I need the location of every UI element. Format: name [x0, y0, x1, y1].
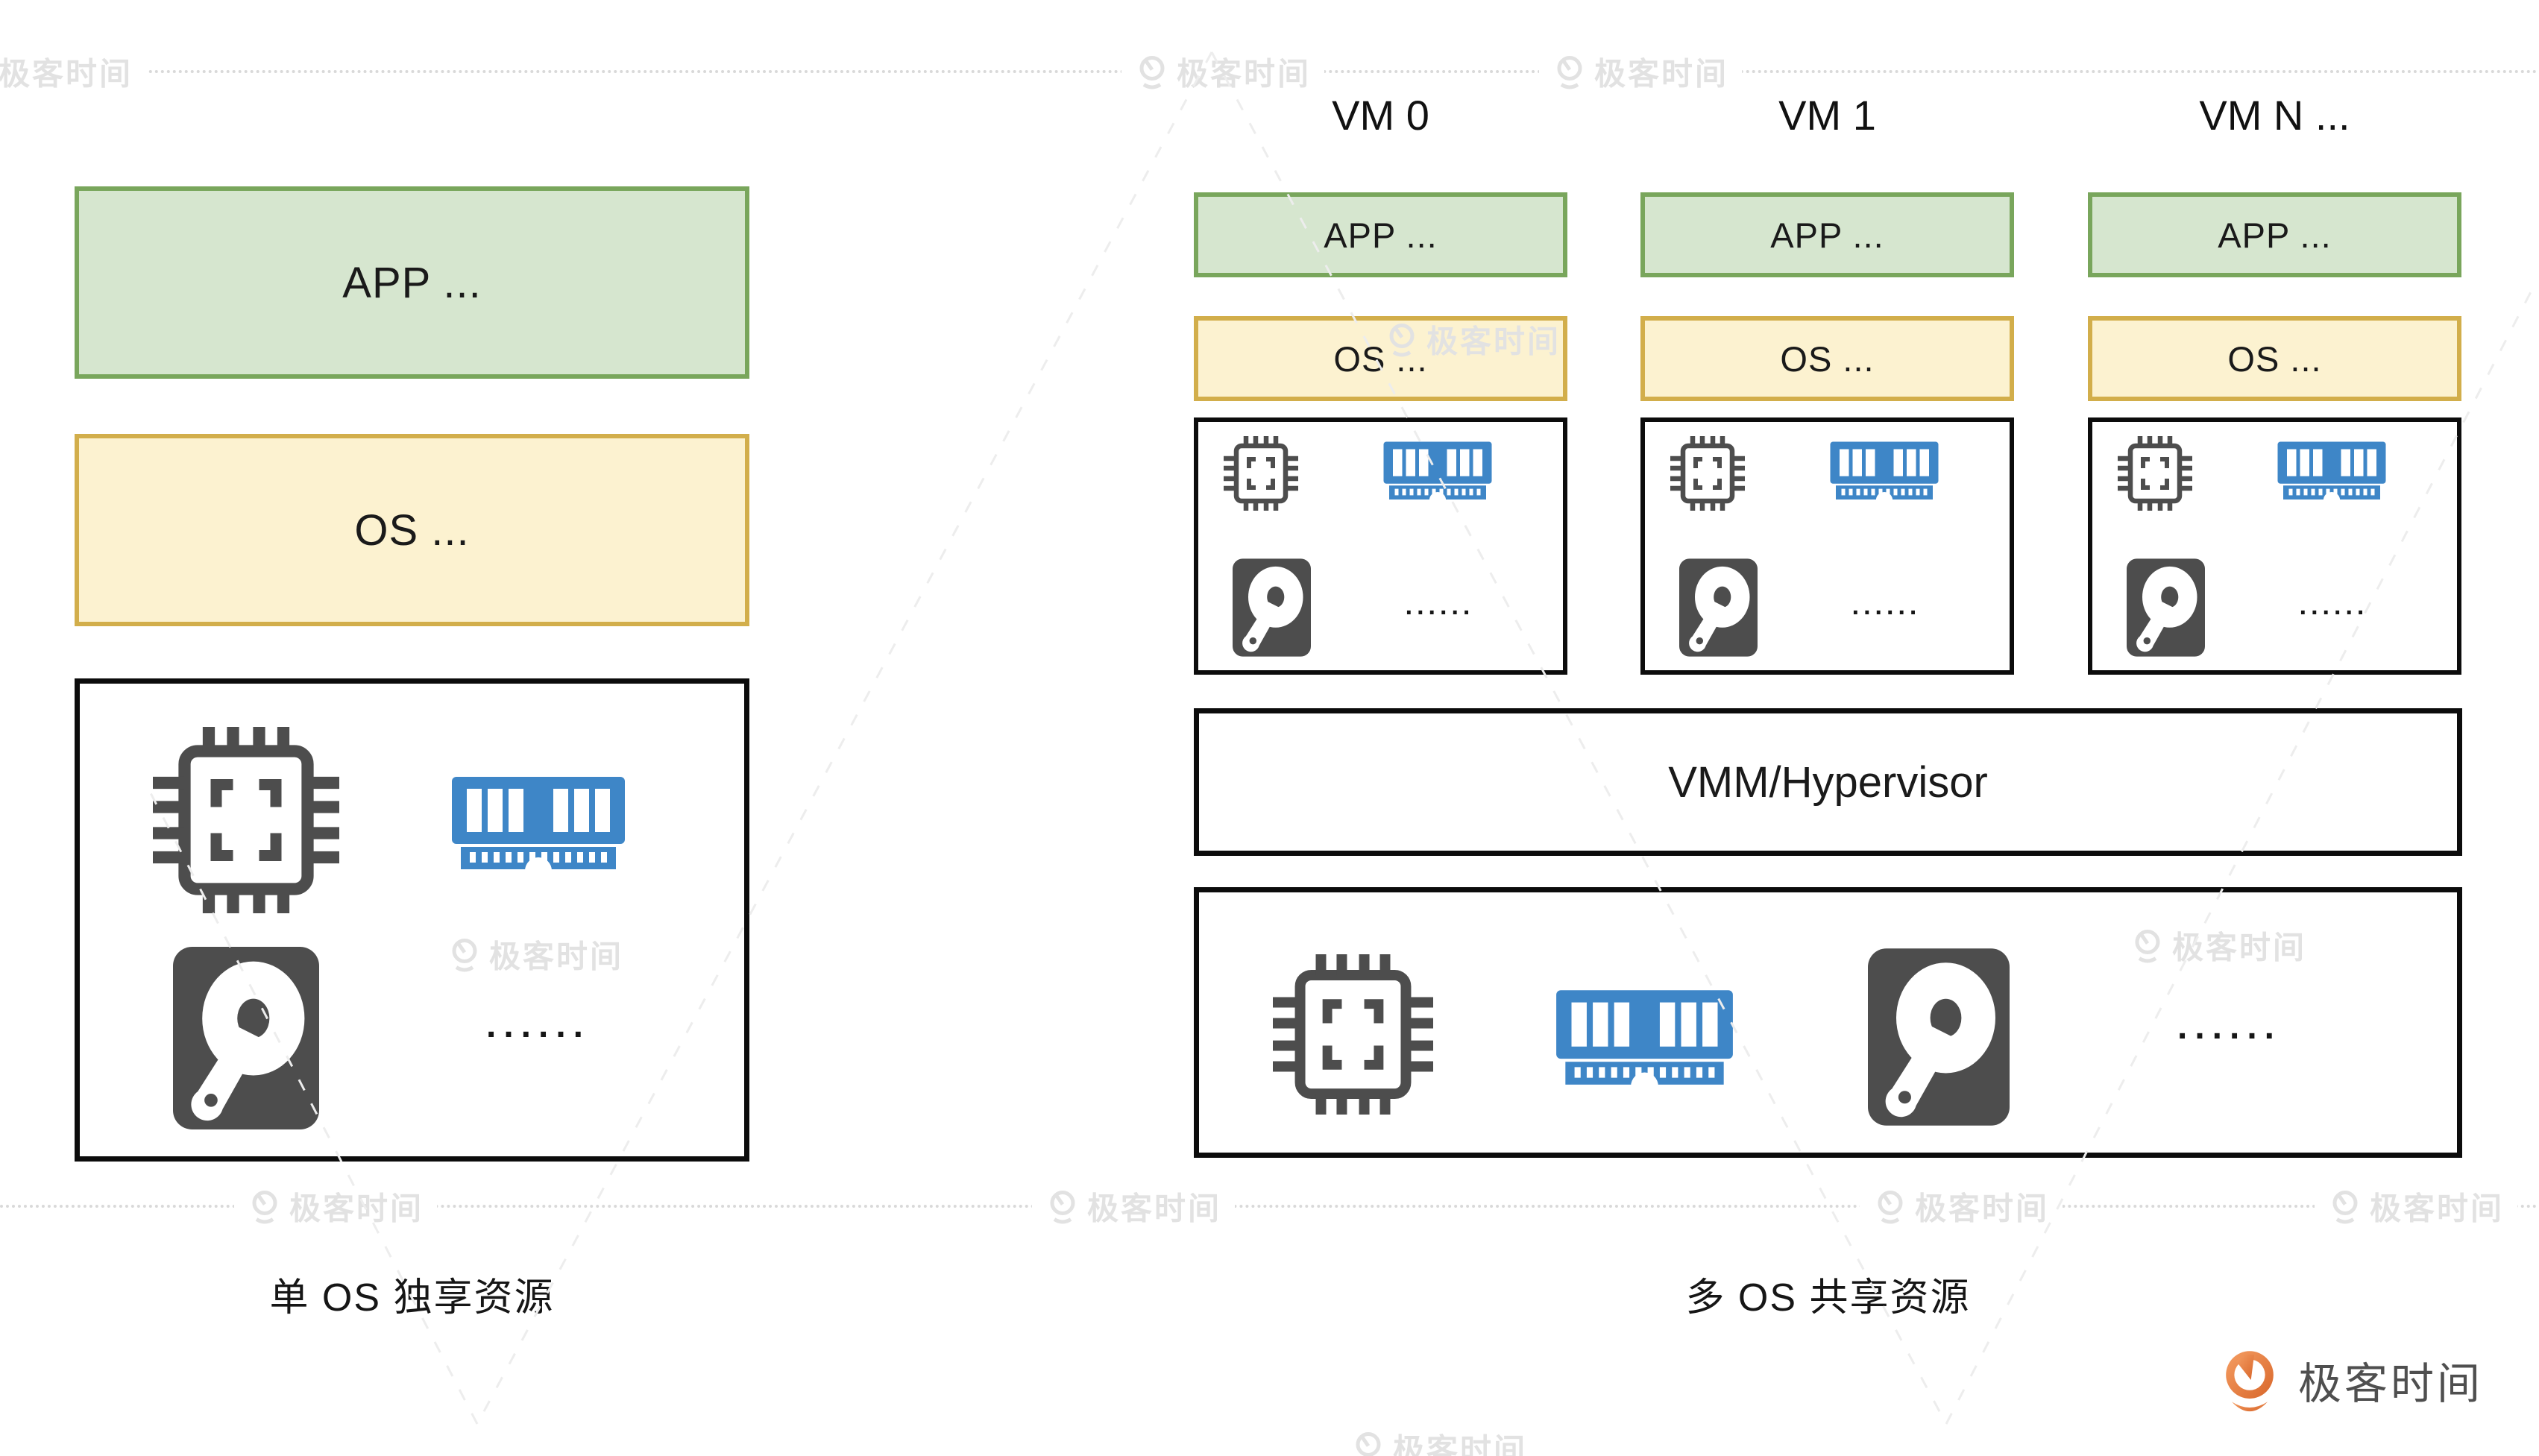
watermark: 极客时间 — [1385, 317, 1561, 362]
watermark-text: 极客时间 — [2171, 930, 2307, 965]
watermark-text: 极客时间 — [488, 939, 624, 974]
watermark: 极客时间 — [1351, 1425, 1527, 1456]
watermark: 极客时间 — [0, 48, 147, 95]
watermark-logo-icon — [1351, 1429, 1385, 1456]
vm1-os-label: OS ... — [1780, 338, 1875, 379]
hard-disk-icon — [1868, 948, 2010, 1126]
vmn-title: VM N ... — [2199, 92, 2350, 139]
vm1-os-box: OS ... — [1640, 316, 2014, 401]
watermark: 极客时间 — [447, 932, 623, 977]
watermark-logo-icon — [1135, 53, 1169, 90]
cpu-chip-icon — [1670, 436, 1745, 511]
vmm-hypervisor-label: VMM/Hypervisor — [1668, 757, 1988, 807]
geektime-logo-icon — [2218, 1348, 2282, 1412]
geektime-brand-text: 极客时间 — [2298, 1360, 2484, 1408]
vmn-os-label: OS ... — [2227, 338, 2322, 379]
left-app-box: APP ... — [75, 186, 749, 379]
watermark-text: 极客时间 — [289, 1191, 424, 1226]
watermark-text: 极客时间 — [0, 56, 133, 92]
watermark-logo-icon — [248, 1188, 282, 1225]
ram-memory-icon — [1382, 437, 1494, 502]
cpu-chip-icon — [2118, 436, 2192, 511]
watermark: 极客时间 — [1121, 48, 1325, 95]
watermark-text: 极客时间 — [1914, 1191, 2050, 1226]
left-app-label: APP ... — [342, 258, 482, 307]
watermark: 极客时间 — [1538, 48, 1743, 95]
vm0-title: VM 0 — [1332, 92, 1429, 139]
watermark-text: 极客时间 — [2369, 1191, 2505, 1226]
watermark-logo-icon — [1873, 1188, 1907, 1225]
ram-memory-icon — [449, 769, 628, 874]
right-caption: 多 OS 共享资源 — [1685, 1276, 1971, 1320]
watermark-logo-icon — [2130, 927, 2165, 964]
watermark: 极客时间 — [2314, 1183, 2518, 1229]
cpu-chip-icon — [153, 727, 339, 913]
vm0-app-box: APP ... — [1194, 192, 1567, 277]
left-os-box: OS ... — [75, 434, 749, 626]
vm0-app-label: APP ... — [1324, 215, 1438, 255]
ram-memory-icon — [1828, 437, 1940, 502]
hard-disk-icon — [2127, 558, 2205, 657]
watermark-text: 极客时间 — [1176, 56, 1312, 92]
vm1-title: VM 1 — [1778, 92, 1876, 139]
cpu-chip-icon — [1224, 436, 1298, 511]
vmn-os-box: OS ... — [2088, 316, 2461, 401]
left-caption: 单 OS 独享资源 — [269, 1276, 555, 1320]
vm1-app-label: APP ... — [1770, 215, 1884, 255]
vmn-app-box: APP ... — [2088, 192, 2461, 277]
watermark: 极客时间 — [1859, 1183, 2063, 1229]
ram-memory-icon — [1553, 983, 1736, 1089]
watermark-text: 极客时间 — [1593, 56, 1729, 92]
vm1-ellipsis-dots: ...... — [1851, 592, 1922, 620]
vm1-app-box: APP ... — [1640, 192, 2014, 277]
left-ellipsis-dots: ...... — [485, 1006, 591, 1045]
watermark: 极客时间 — [2130, 923, 2306, 968]
watermark: 极客时间 — [233, 1183, 438, 1229]
hard-disk-icon — [1233, 558, 1311, 657]
watermark-logo-icon — [1045, 1188, 1080, 1225]
vmn-app-label: APP ... — [2218, 215, 2332, 255]
watermark-logo-icon — [1385, 321, 1419, 358]
watermark-logo-icon — [447, 936, 482, 973]
watermark-text: 极客时间 — [1392, 1432, 1528, 1456]
watermark-text: 极客时间 — [1086, 1191, 1222, 1226]
hard-disk-icon — [1679, 558, 1758, 657]
watermark-text: 极客时间 — [1426, 324, 1561, 359]
geektime-brand: 极客时间 — [2218, 1348, 2483, 1412]
vm0-ellipsis-dots: ...... — [1405, 592, 1475, 620]
hard-disk-icon — [173, 947, 319, 1129]
watermark: 极客时间 — [1031, 1183, 1236, 1229]
watermark-logo-icon — [1552, 53, 1587, 90]
left-os-label: OS ... — [354, 505, 470, 555]
vmn-ellipsis-dots: ...... — [2299, 592, 2369, 620]
watermark-logo-icon — [2328, 1188, 2362, 1225]
ram-memory-icon — [2276, 437, 2388, 502]
cpu-chip-icon — [1273, 954, 1433, 1115]
shared-ellipsis-dots: ...... — [2177, 1007, 2282, 1047]
